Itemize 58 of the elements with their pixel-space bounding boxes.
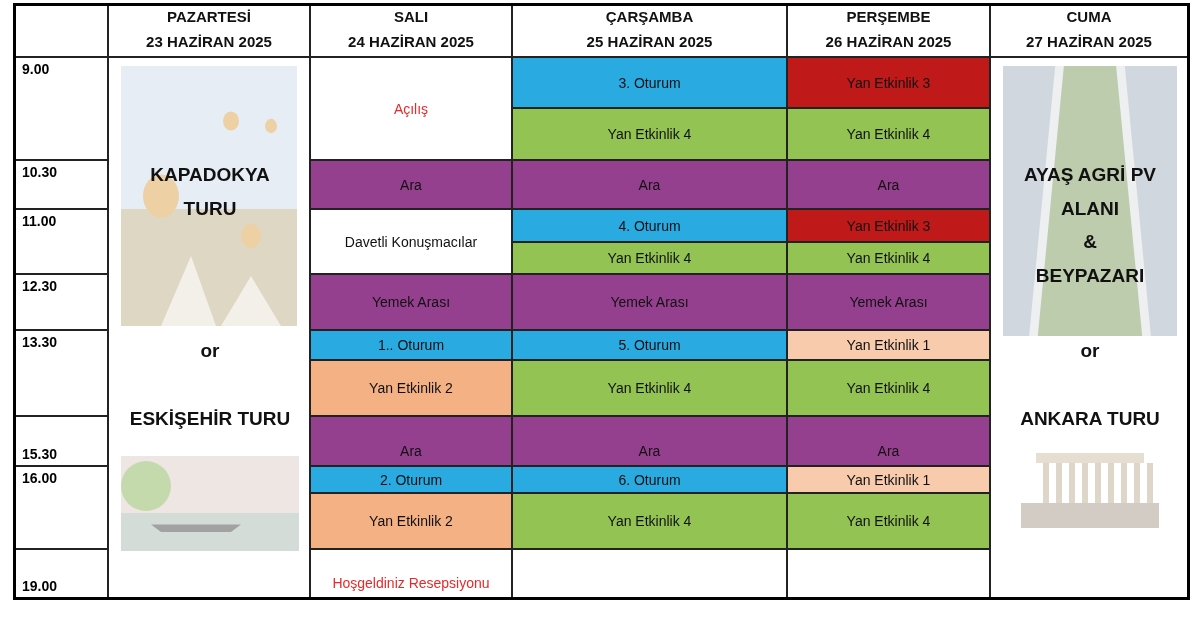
day-name: PAZARTESİ	[166, 8, 252, 25]
or-text: or	[1079, 339, 1101, 363]
event-cell: 5. Oturum	[512, 330, 787, 360]
date-text: 24 HAZİRAN 2025	[347, 33, 475, 50]
event-cell: Hoşgeldiniz Resepsiyonu	[310, 549, 512, 598]
event-cell: Yan Etkinlik 4	[512, 242, 787, 274]
event-cell: Yemek Arası	[512, 274, 787, 330]
event-cell: Açılış	[310, 57, 512, 160]
event-cell: Yan Etkinlik 4	[512, 493, 787, 549]
event-cell: Ara	[512, 160, 787, 209]
day-name: CUMA	[1065, 8, 1113, 25]
event-cell: Yan Etkinlik 2	[310, 493, 512, 549]
time-cell: 10.30	[15, 160, 108, 209]
event-cell: Ara	[310, 160, 512, 209]
event-cell: 6. Oturum	[512, 466, 787, 493]
event-cell: Yan Etkinlik 4	[512, 360, 787, 416]
date-text: 23 HAZİRAN 2025	[145, 33, 273, 50]
event-cell: 1.. Oturum	[310, 330, 512, 360]
or-text: &	[1082, 230, 1098, 254]
event-cell: Ara	[310, 416, 512, 466]
event-cell: Yan Etkinlik 1	[787, 466, 990, 493]
day-name: SALI	[392, 8, 430, 25]
time-cell: 16.00	[15, 466, 108, 549]
time-cell: 11.00	[15, 209, 108, 274]
time-cell: 13.30	[15, 330, 108, 416]
time-cell: 15.30	[15, 416, 108, 466]
event-cell: 2. Oturum	[310, 466, 512, 493]
event-cell: Yan Etkinlik 4	[787, 360, 990, 416]
tour-title: BEYPAZARI	[1034, 264, 1146, 288]
event-cell: Yan Etkinlik 4	[787, 242, 990, 274]
time-cell: 9.00	[15, 57, 108, 160]
time-cell: 12.30	[15, 274, 108, 330]
time-cell: 19.00	[15, 549, 108, 598]
tour-title: KAPADOKYA TURU	[149, 163, 271, 221]
event-cell: Yan Etkinlik 3	[787, 57, 990, 108]
event-cell: Ara	[512, 416, 787, 466]
event-cell: Ara	[787, 416, 990, 466]
event-cell: 4. Oturum	[512, 209, 787, 242]
date-text: 26 HAZİRAN 2025	[824, 33, 953, 50]
tour-title: AYAŞ AGRİ PV ALANI	[1023, 163, 1157, 221]
event-cell: Yemek Arası	[310, 274, 512, 330]
date-text: 27 HAZİRAN 2025	[1025, 33, 1153, 50]
event-cell: Yan Etkinlik 2	[310, 360, 512, 416]
event-cell: Yan Etkinlik 4	[787, 108, 990, 160]
event-cell: Davetli Konuşmacılar	[310, 209, 512, 274]
day-name: PERŞEMBE	[845, 8, 932, 25]
tour-title: ANKARA TURU	[1019, 407, 1161, 431]
event-cell: Yan Etkinlik 3	[787, 209, 990, 242]
event-cell: Ara	[787, 160, 990, 209]
event-cell: Yan Etkinlik 4	[512, 108, 787, 160]
tour-title: ESKİŞEHİR TURU	[128, 407, 292, 431]
event-cell: Yan Etkinlik 4	[787, 493, 990, 549]
date-text: 25 HAZİRAN 2025	[585, 33, 714, 50]
or-text: or	[199, 339, 221, 363]
event-cell: Yan Etkinlik 1	[787, 330, 990, 360]
event-cell: 3. Oturum	[512, 57, 787, 108]
day-name: ÇARŞAMBA	[604, 8, 695, 25]
event-cell: Yemek Arası	[787, 274, 990, 330]
